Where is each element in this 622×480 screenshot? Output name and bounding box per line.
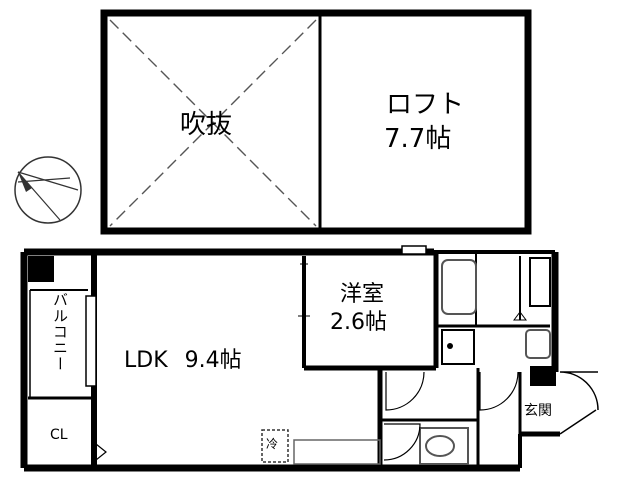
balcony-label: バルコニー — [51, 292, 69, 372]
ldk-label: LDK 9.4帖 — [124, 348, 242, 373]
loft-outer-wall — [100, 9, 532, 235]
loft-level — [100, 9, 532, 235]
north-arrow-icon — [14, 156, 82, 224]
youshitsu-name-label: 洋室 — [340, 282, 385, 307]
fukinuke-label: 吹抜 — [180, 110, 233, 140]
main-floor-walls — [20, 245, 599, 472]
entrance-label: 玄関 — [524, 403, 552, 419]
loft-name-label: ロフト — [386, 90, 465, 120]
void-cross-line — [109, 19, 317, 227]
closet-label: CL — [50, 427, 68, 443]
youshitsu-size-label: 2.6帖 — [330, 310, 387, 335]
fridge-label: 冷 — [266, 437, 279, 451]
loft-size-label: 7.7帖 — [384, 124, 452, 154]
entrance-door-icon — [559, 371, 599, 411]
